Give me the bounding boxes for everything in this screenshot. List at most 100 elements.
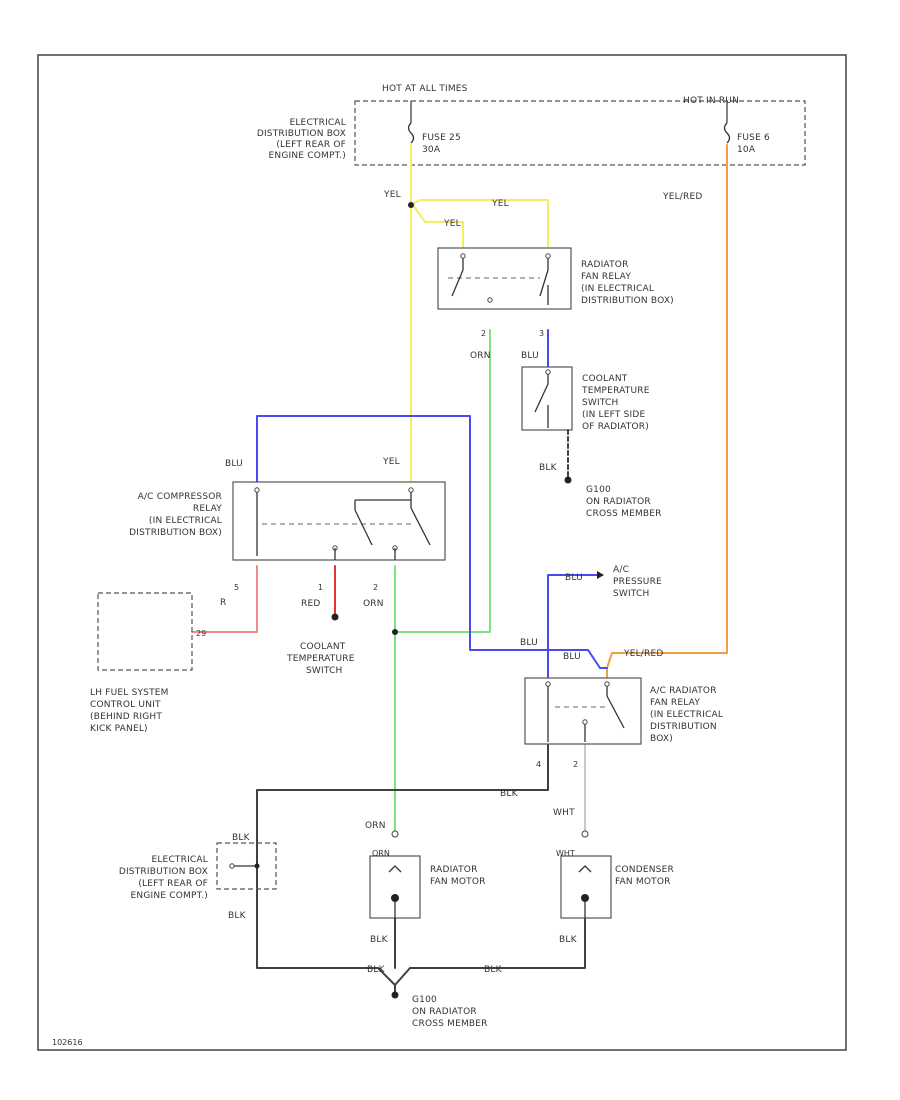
svg-text:RADIATOR: RADIATOR bbox=[581, 260, 629, 270]
coolant-temperature-switch-1 bbox=[521, 366, 573, 431]
svg-text:COOLANT: COOLANT bbox=[582, 374, 628, 384]
lh-pin-label: 29 bbox=[196, 629, 206, 638]
orn-fan2-label: ORN bbox=[372, 849, 390, 858]
yel-branch-b-label: YEL bbox=[491, 199, 509, 209]
hot-at-all-times-label: HOT AT ALL TIMES bbox=[382, 84, 468, 94]
svg-text:TEMPERATURE: TEMPERATURE bbox=[286, 654, 355, 664]
coolant-temperature-switch-1-label: COOLANT TEMPERATURE SWITCH (IN LEFT SIDE… bbox=[581, 374, 650, 432]
blu-acc-label: BLU bbox=[225, 459, 243, 469]
blu-pressure-label: BLU bbox=[565, 573, 583, 583]
svg-text:RELAY: RELAY bbox=[193, 504, 222, 514]
coolant-temperature-switch-2-label: COOLANT TEMPERATURE SWITCH bbox=[286, 642, 355, 676]
orn-rfr-label: ORN bbox=[470, 351, 491, 361]
orn-fan-label: ORN bbox=[365, 821, 386, 831]
svg-text:PRESSURE: PRESSURE bbox=[613, 577, 662, 587]
hot-in-run-label: HOT IN RUN bbox=[683, 96, 739, 106]
red-label: RED bbox=[301, 599, 320, 609]
yel-main-label: YEL bbox=[383, 190, 401, 200]
svg-text:(IN ELECTRICAL: (IN ELECTRICAL bbox=[650, 710, 723, 720]
svg-text:(BEHIND RIGHT: (BEHIND RIGHT bbox=[90, 712, 162, 722]
blu-r1-label: BLU bbox=[520, 638, 538, 648]
svg-text:ENGINE COMPT.): ENGINE COMPT.) bbox=[131, 891, 209, 901]
fuse6-rating: 10A bbox=[737, 145, 756, 155]
svg-text:SWITCH: SWITCH bbox=[306, 666, 343, 676]
wire-blu-pressure bbox=[547, 574, 598, 681]
blu-r2-label: BLU bbox=[563, 652, 581, 662]
svg-text:CONDENSER: CONDENSER bbox=[615, 865, 674, 875]
blk-left2-label: BLK bbox=[228, 911, 247, 921]
coolant-switch-2-node bbox=[331, 613, 339, 621]
blk-rfm-label: BLK bbox=[370, 935, 389, 945]
svg-text:FAN RELAY: FAN RELAY bbox=[581, 272, 631, 282]
svg-text:SWITCH: SWITCH bbox=[613, 589, 650, 599]
blk-top-label: BLK bbox=[500, 789, 519, 799]
radiator-fan-motor-label: RADIATOR FAN MOTOR bbox=[430, 865, 485, 887]
lh-fuel-system-label: LH FUEL SYSTEM CONTROL UNIT (BEHIND RIGH… bbox=[90, 688, 168, 734]
condenser-fan-motor-label: CONDENSER FAN MOTOR bbox=[615, 865, 674, 887]
wire-yel-branch-b bbox=[410, 199, 549, 249]
yel-acc-label: YEL bbox=[382, 457, 400, 467]
splice-orn bbox=[392, 629, 398, 635]
rfr-pin3-label: 3 bbox=[539, 329, 544, 338]
ground-g100-bottom-node bbox=[391, 991, 399, 999]
electrical-distribution-box-bottom bbox=[216, 842, 277, 890]
wire-yel-red bbox=[606, 144, 728, 681]
svg-text:(IN ELECTRICAL: (IN ELECTRICAL bbox=[581, 284, 654, 294]
pin5-label: 5 bbox=[234, 583, 239, 592]
svg-text:ELECTRICAL: ELECTRICAL bbox=[151, 855, 208, 865]
blk-cfm-label: BLK bbox=[559, 935, 578, 945]
svg-text:OF RADIATOR): OF RADIATOR) bbox=[582, 422, 649, 432]
blk-left-label: BLK bbox=[232, 833, 251, 843]
pin2-acc-label: 2 bbox=[373, 583, 378, 592]
wht-fan2-label: WHT bbox=[556, 849, 575, 858]
edb-bottom-label: ELECTRICAL DISTRIBUTION BOX (LEFT REAR O… bbox=[119, 855, 208, 901]
svg-text:COOLANT: COOLANT bbox=[300, 642, 346, 652]
svg-text:TEMPERATURE: TEMPERATURE bbox=[581, 386, 650, 396]
svg-text:DISTRIBUTION BOX: DISTRIBUTION BOX bbox=[119, 867, 208, 877]
svg-text:BOX): BOX) bbox=[650, 734, 673, 744]
svg-text:FAN RELAY: FAN RELAY bbox=[650, 698, 700, 708]
fuse6-label: FUSE 6 bbox=[737, 133, 770, 143]
svg-text:A/C: A/C bbox=[613, 565, 629, 575]
svg-text:A/C COMPRESSOR: A/C COMPRESSOR bbox=[138, 492, 222, 502]
g100-bottom-label: G100 ON RADIATOR CROSS MEMBER bbox=[412, 995, 488, 1029]
svg-text:ON RADIATOR: ON RADIATOR bbox=[412, 1007, 477, 1017]
fuse6-symbol bbox=[723, 122, 731, 144]
svg-text:ELECTRICAL: ELECTRICAL bbox=[289, 118, 346, 128]
svg-text:DISTRIBUTION: DISTRIBUTION bbox=[650, 722, 717, 732]
pressure-switch-arrow bbox=[597, 571, 604, 579]
svg-text:DISTRIBUTION BOX): DISTRIBUTION BOX) bbox=[581, 296, 674, 306]
svg-text:CROSS MEMBER: CROSS MEMBER bbox=[412, 1019, 488, 1029]
blk-ground-label: BLK bbox=[539, 463, 558, 473]
red-wht-label: R bbox=[220, 598, 226, 608]
yel-red-horizontal-label: YEL/RED bbox=[623, 649, 664, 659]
blk-g2-label: BLK bbox=[484, 965, 503, 975]
svg-text:CROSS MEMBER: CROSS MEMBER bbox=[586, 509, 662, 519]
svg-text:(LEFT REAR OF: (LEFT REAR OF bbox=[276, 140, 346, 150]
condenser-fan-motor bbox=[560, 855, 612, 919]
svg-text:(IN LEFT SIDE: (IN LEFT SIDE bbox=[582, 410, 646, 420]
wht-label: WHT bbox=[553, 808, 575, 818]
lh-fuel-system-control-unit bbox=[97, 592, 193, 671]
g100-top-label: G100 ON RADIATOR CROSS MEMBER bbox=[586, 485, 662, 519]
orn-acc-label: ORN bbox=[363, 599, 384, 609]
pin4-label: 4 bbox=[536, 760, 541, 769]
yel-branch-a-label: YEL bbox=[443, 219, 461, 229]
ac-radiator-fan-relay-label: A/C RADIATOR FAN RELAY (IN ELECTRICAL DI… bbox=[650, 686, 723, 744]
svg-text:ENGINE COMPT.): ENGINE COMPT.) bbox=[269, 151, 347, 161]
rfr-pin2-label: 2 bbox=[481, 329, 486, 338]
fuse25-rating: 30A bbox=[422, 145, 441, 155]
wire-blk-loop bbox=[256, 743, 586, 986]
svg-text:CONTROL UNIT: CONTROL UNIT bbox=[90, 700, 161, 710]
svg-text:G100: G100 bbox=[586, 485, 611, 495]
fuse25-symbol bbox=[407, 122, 415, 144]
svg-text:SWITCH: SWITCH bbox=[582, 398, 619, 408]
wire-yel-branch-a bbox=[412, 204, 464, 249]
pin1-label: 1 bbox=[318, 583, 323, 592]
blu-rfr-label: BLU bbox=[521, 351, 539, 361]
blk-g1-label: BLK bbox=[367, 965, 386, 975]
svg-text:DISTRIBUTION BOX: DISTRIBUTION BOX bbox=[257, 129, 346, 139]
svg-text:RADIATOR: RADIATOR bbox=[430, 865, 478, 875]
electrical-distribution-box-top bbox=[354, 100, 806, 166]
